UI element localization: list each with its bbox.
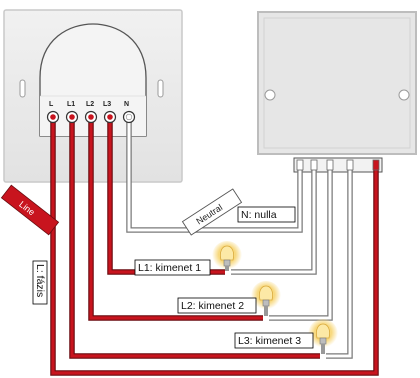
phase-label: L: fázis [32, 260, 48, 305]
phase-label-text: L: fázis [34, 264, 46, 297]
output-3-label-text: L3: kimenet 3 [238, 335, 301, 347]
bulb-1 [212, 241, 242, 271]
bulb-2 [251, 281, 281, 316]
output-2-label-text: L2: kimenet 2 [181, 300, 244, 312]
terminal-label-l2: L2 [86, 101, 94, 108]
terminal-label-l3: L3 [103, 101, 111, 108]
output-1-label: L1: kimenet 1 [134, 259, 211, 276]
plate-screw-hole-left [19, 79, 26, 98]
junction-screw-right [398, 89, 410, 101]
terminal-label-n: N [124, 101, 129, 108]
terminal-label-l: L [49, 101, 54, 108]
bulb-3 [308, 319, 338, 354]
output-2-label: L2: kimenet 2 [177, 297, 257, 314]
terminal-block-posts [296, 159, 380, 171]
junction-box [257, 11, 417, 173]
terminal-label-l1: L1 [67, 101, 75, 108]
neutral-label-text: N: nulla [241, 209, 277, 221]
terminal-block [293, 157, 383, 173]
line-wire-tag: Line [0, 184, 60, 236]
junction-screw-left [264, 89, 276, 101]
output-1-label-text: L1: kimenet 1 [138, 262, 201, 274]
plate-screw-hole-right [157, 79, 164, 98]
output-3-label: L3: kimenet 3 [234, 332, 314, 349]
module-terminals [46, 110, 136, 124]
neutral-label: N: nulla [237, 206, 296, 223]
